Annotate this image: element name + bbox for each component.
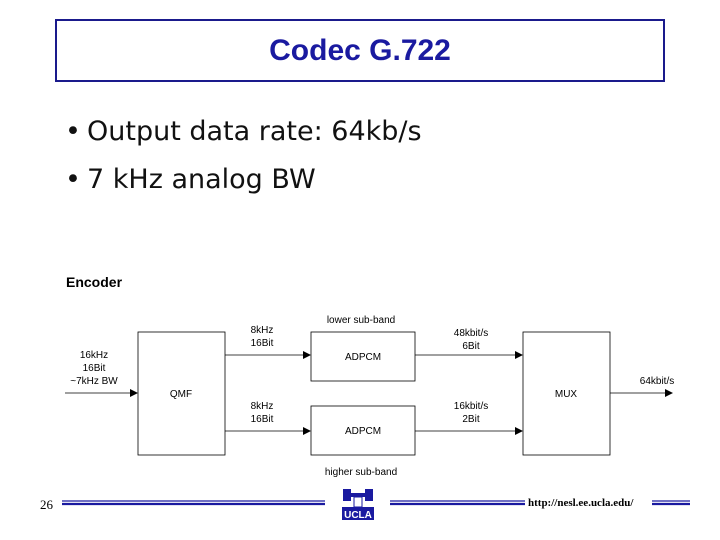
high-in-bits-label: 16Bit (251, 414, 274, 425)
adpcm-low-label: ADPCM (345, 352, 381, 363)
qmf-label: QMF (170, 389, 192, 400)
lower-band-label: lower sub-band (327, 315, 395, 326)
high-out-bits-label: 2Bit (462, 414, 479, 425)
bullet-text: Output data rate: 64kb/s (87, 116, 422, 147)
adpcm-high-label: ADPCM (345, 426, 381, 437)
title-box: Codec G.722 (55, 19, 665, 82)
footer-bar-middle (390, 500, 525, 506)
slide-title: Codec G.722 (269, 33, 451, 67)
qmf-block (137, 331, 226, 456)
footer-bar-right (652, 500, 690, 506)
mux-block (522, 331, 611, 456)
mux-label: MUX (555, 389, 578, 400)
high-in-rate-label: 8kHz (251, 401, 274, 412)
bullet-glyph: • (65, 164, 81, 195)
low-out-rate-label: 48kbit/s (454, 328, 488, 339)
low-out-bits-label: 6Bit (462, 341, 479, 352)
page-number: 26 (40, 497, 53, 512)
bullet-glyph: • (65, 116, 81, 147)
footer-bar-left (62, 500, 325, 506)
low-in-rate-label: 8kHz (251, 325, 274, 336)
high-out-rate-label: 16kbit/s (454, 401, 488, 412)
bullet-item: •Output data rate: 64kb/s (65, 108, 422, 156)
encoder-label: Encoder (66, 274, 123, 290)
low-in-bits-label: 16Bit (251, 338, 274, 349)
bullet-text: 7 kHz analog BW (87, 164, 316, 195)
ucla-logo-icon: UCLA (342, 489, 374, 521)
footer-url-link[interactable]: http://nesl.ee.ucla.edu/ (528, 497, 634, 509)
input-rate-label: 16kHz (80, 350, 108, 361)
output-rate-label: 64kbit/s (640, 376, 674, 387)
adpcm-low-block (310, 331, 416, 382)
input-bw-label: ~7kHz BW (70, 376, 118, 387)
ucla-logo-text: UCLA (344, 510, 372, 521)
bullet-item: •7 kHz analog BW (65, 156, 422, 204)
adpcm-high-block (310, 405, 416, 456)
input-bits-label: 16Bit (83, 363, 106, 374)
higher-band-label: higher sub-band (325, 467, 397, 478)
bullet-list: •Output data rate: 64kb/s •7 kHz analog … (65, 108, 422, 204)
